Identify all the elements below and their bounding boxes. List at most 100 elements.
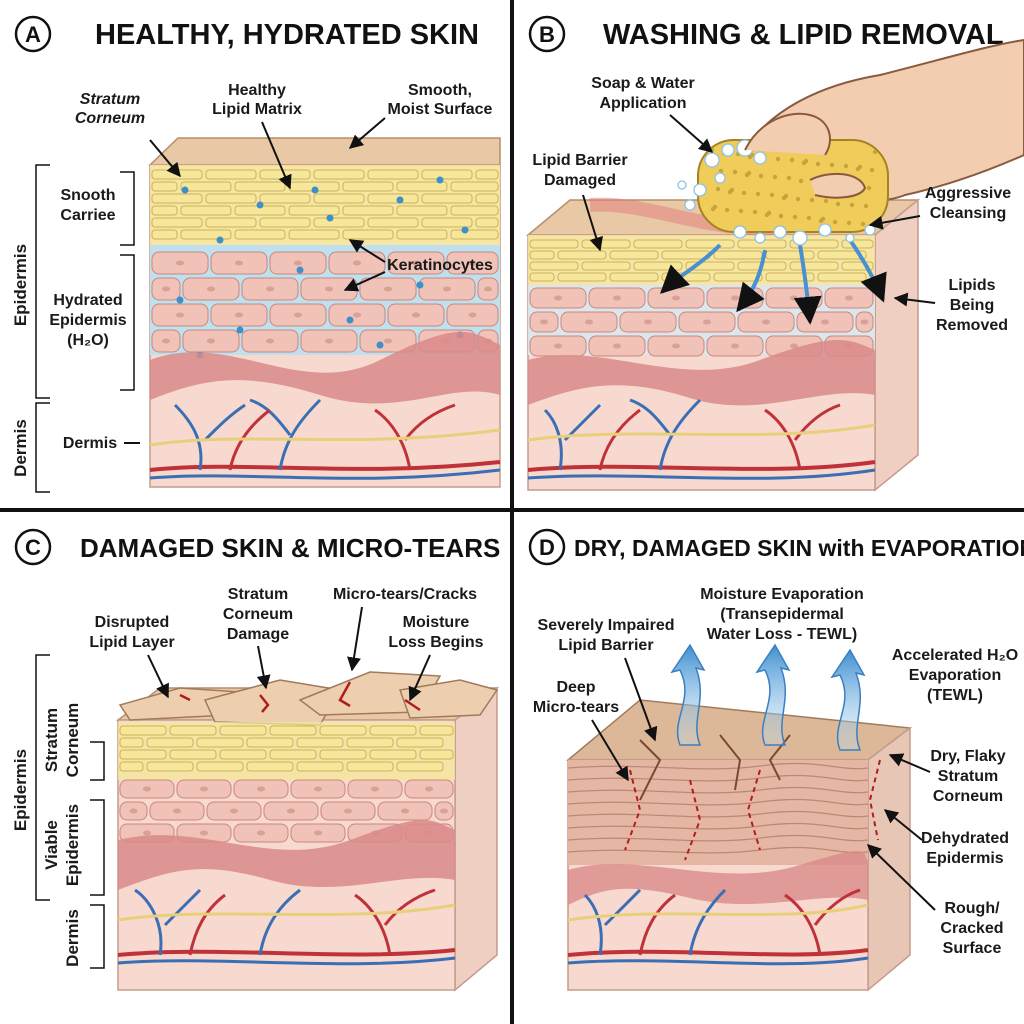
cell-nucleus xyxy=(207,338,215,344)
label-stratum-corneum-damage-2: Corneum xyxy=(223,606,293,623)
cell-nucleus xyxy=(412,312,420,318)
cell-nucleus xyxy=(207,286,215,292)
flaky-layer-line xyxy=(567,798,869,806)
water-droplet xyxy=(416,281,424,289)
lipid-brick xyxy=(529,239,579,249)
water-droplet xyxy=(376,341,384,349)
sponge-pore xyxy=(869,167,875,173)
water-droplet xyxy=(436,176,444,184)
evaporation-arrows xyxy=(670,643,866,751)
cell-nucleus xyxy=(790,343,798,349)
label-rough-cracked-surface-3: Surface xyxy=(943,940,1002,957)
panel-d-vessels xyxy=(567,888,869,966)
label-dermis: Dermis xyxy=(63,435,117,452)
side-label-epidermis-c: Epidermis xyxy=(11,749,30,831)
cell-nucleus xyxy=(162,286,170,292)
side-label-stratum-c: Stratum xyxy=(42,708,61,772)
label-hydrated-epidermis: Hydrated xyxy=(53,292,122,309)
lipid-brick xyxy=(296,761,344,772)
sponge-pore xyxy=(792,214,798,220)
sponge-pore xyxy=(710,206,716,212)
water-droplet xyxy=(216,236,224,244)
label-smooth-barrier-2: Carriee xyxy=(60,207,115,224)
label-micro-tears-cracks: Micro-tears/Cracks xyxy=(333,586,477,603)
side-label-viable-c: Viable xyxy=(42,820,61,870)
cell-nucleus xyxy=(371,786,379,792)
water-droplet xyxy=(236,326,244,334)
cell-nucleus xyxy=(257,830,265,836)
sponge-pore xyxy=(738,208,744,214)
sponge-pore xyxy=(786,175,792,181)
sponge-pore xyxy=(789,157,795,163)
cell-nucleus xyxy=(266,286,274,292)
lipid-brick xyxy=(396,181,448,192)
sponge-pore xyxy=(775,156,781,162)
cell-nucleus xyxy=(554,343,562,349)
flaky-layer-line xyxy=(567,834,869,842)
cell-nucleus xyxy=(401,808,409,814)
label-accelerated-evaporation: Accelerated H₂O xyxy=(892,647,1018,664)
lipid-brick xyxy=(450,181,499,192)
soap-bubble xyxy=(684,199,696,211)
soap-bubble xyxy=(753,151,767,165)
cell-nucleus xyxy=(384,338,392,344)
hand-with-sponge-illustration xyxy=(677,38,1024,246)
sponge-pore xyxy=(727,189,733,195)
lipid-brick xyxy=(817,272,867,282)
water-droplet xyxy=(176,296,184,304)
lipid-brick xyxy=(259,217,311,228)
lipid-brick xyxy=(419,725,454,736)
lipid-brick xyxy=(475,193,499,204)
soap-bubble xyxy=(792,230,808,246)
label-lipids-being-removed-2: Being xyxy=(950,297,994,314)
evaporation-arrow-icon xyxy=(670,643,706,746)
cell-nucleus xyxy=(468,260,477,266)
cell-nucleus xyxy=(129,808,138,814)
lipid-brick xyxy=(367,217,419,228)
water-droplet xyxy=(461,226,469,234)
sponge-pore xyxy=(758,173,764,179)
lipid-brick xyxy=(529,261,579,271)
lipid-brick xyxy=(367,193,419,204)
cell-nucleus xyxy=(384,286,392,292)
side-label-epidermis: Epidermis xyxy=(11,244,30,326)
sponge-pore xyxy=(795,196,801,202)
lipid-brick xyxy=(817,250,867,260)
soap-bubble xyxy=(754,232,766,244)
cell-nucleus xyxy=(353,312,361,318)
cell-nucleus xyxy=(443,286,451,292)
label-aggressive-cleansing-2: Cleansing xyxy=(930,205,1006,222)
lipid-brick xyxy=(765,272,815,282)
lipid-brick xyxy=(151,229,178,240)
sponge-pore xyxy=(747,154,753,160)
cell-nucleus xyxy=(644,319,652,325)
cell-nucleus xyxy=(200,786,208,792)
lipid-brick xyxy=(396,737,444,748)
cell-nucleus xyxy=(235,312,243,318)
panel-b-block xyxy=(525,197,921,492)
lipid-brick xyxy=(342,181,394,192)
cell-nucleus xyxy=(860,319,869,325)
lipid-brick xyxy=(146,761,194,772)
label-moisture-evaporation-3: Water Loss - TEWL) xyxy=(707,626,858,643)
lipid-brick xyxy=(685,239,735,249)
lipid-brick xyxy=(119,737,144,748)
lipid-brick xyxy=(219,725,267,736)
panel-c-title: DAMAGED SKIN & MICRO-TEARS xyxy=(80,533,500,563)
sponge-pore xyxy=(752,209,758,215)
soap-bubble xyxy=(677,180,687,190)
label-soap-water-application: Soap & Water xyxy=(591,75,694,92)
panel-d-deep-cracks xyxy=(624,759,881,861)
sponge-pore xyxy=(718,168,724,174)
lipid-brick xyxy=(396,761,444,772)
lipid-brick xyxy=(342,205,394,216)
panel-b-vessels xyxy=(527,398,876,480)
panel-d-badge: D xyxy=(528,528,566,566)
lipid-brick xyxy=(146,737,194,748)
panel-d-letter: D xyxy=(539,535,555,560)
lipid-brick xyxy=(296,737,344,748)
label-smooth-moist-surface-2: Moist Surface xyxy=(388,101,493,118)
lipid-brick xyxy=(369,749,417,760)
lipid-brick xyxy=(581,261,631,271)
